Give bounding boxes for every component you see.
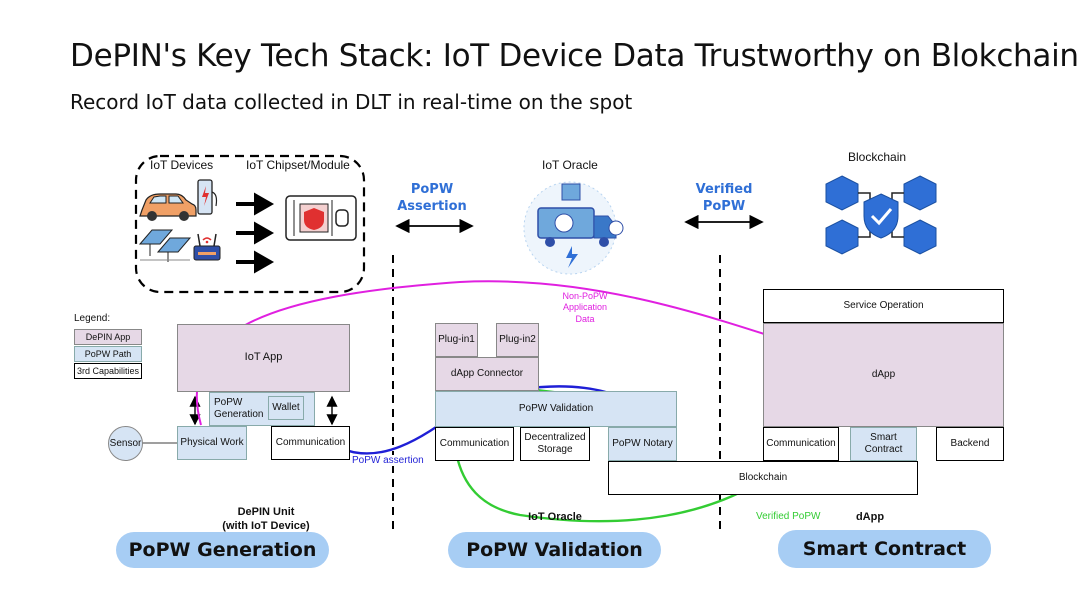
router-icon <box>193 233 221 261</box>
physical-work-box: Physical Work <box>177 426 247 460</box>
pill-smart-contract: Smart Contract <box>778 530 991 568</box>
plugin1-box: Plug-in1 <box>435 323 478 357</box>
oracle-truck-icon <box>523 181 624 275</box>
non-popw-annotation: Non-PoPW Application Data <box>545 291 625 325</box>
popw-notary-box: PoPW Notary <box>608 427 677 461</box>
service-operation-box: Service Operation <box>763 289 1004 323</box>
verified-popw-heading: Verified PoPW <box>684 182 764 216</box>
iot-chipset-label: IoT Chipset/Module <box>246 158 350 172</box>
smart-contract-line2: Contract <box>864 444 903 455</box>
car-icon <box>139 193 197 221</box>
dapp-box: dApp <box>763 323 1004 427</box>
blockchain-label: Blockchain <box>848 150 907 164</box>
page-title: DePIN's Key Tech Stack: IoT Device Data … <box>70 38 1079 74</box>
backend-box: Backend <box>936 427 1004 461</box>
sensor-node: Sensor <box>108 426 143 461</box>
blockchain-bar: Blockchain <box>608 461 918 495</box>
iot-oracle-label: IoT Oracle <box>542 158 598 172</box>
dapp-caption: dApp <box>855 511 885 523</box>
verified-popw-line2: PoPW <box>702 198 746 214</box>
legend-3rd-capabilities: 3rd Capabilities <box>74 363 142 379</box>
oracle-communication-box: Communication <box>435 427 514 461</box>
device-arrows <box>236 192 275 274</box>
pill-popw-validation: PoPW Validation <box>448 532 661 568</box>
solar-panel-icon <box>138 229 192 262</box>
verified-popw-annotation: Verified PoPW <box>756 511 821 522</box>
legend-title: Legend: <box>74 313 111 324</box>
dapp-communication-box: Communication <box>763 427 839 461</box>
popw-assertion-annotation: PoPW assertion <box>352 455 424 466</box>
popw-assertion-line2: Assertion <box>397 198 467 214</box>
non-popw-line3: Data <box>575 313 595 324</box>
charger-icon <box>197 179 218 215</box>
non-popw-line2: Application <box>562 302 608 313</box>
pill-popw-generation: PoPW Generation <box>116 532 329 568</box>
depin-unit-caption: DePIN Unit (with IoT Device) <box>206 505 326 534</box>
popw-generation-line2: Generation <box>214 409 264 420</box>
depin-caption-line2: (with IoT Device) <box>222 520 310 533</box>
popw-assertion-heading: PoPW Assertion <box>392 182 472 216</box>
popw-validation-box: PoPW Validation <box>435 391 677 427</box>
popw-assertion-line1: PoPW <box>410 182 454 197</box>
plugin2-box: Plug-in2 <box>496 323 539 357</box>
storage-line1: Decentralized <box>524 432 586 443</box>
smart-contract-line1: Smart <box>870 432 897 443</box>
iot-app-box: IoT App <box>177 324 350 392</box>
depin-caption-line1: DePIN Unit <box>237 506 295 518</box>
iot-devices-label: IoT Devices <box>150 158 214 172</box>
storage-line2: Storage <box>537 444 573 455</box>
blockchain-icon <box>825 175 937 255</box>
device-group-border <box>134 154 366 294</box>
chip-icon <box>285 195 357 241</box>
legend-popw-path: PoPW Path <box>74 346 142 362</box>
page-subtitle: Record IoT data collected in DLT in real… <box>70 90 633 114</box>
verified-popw-line1: Verified <box>695 182 753 197</box>
iot-oracle-caption: IoT Oracle <box>528 511 582 523</box>
non-popw-line1: Non-PoPW <box>562 291 608 301</box>
dapp-connector-box: dApp Connector <box>435 357 539 391</box>
legend-depin-app: DePIN App <box>74 329 142 345</box>
depin-communication-box: Communication <box>271 426 350 460</box>
popw-generation-line1: PoPW <box>214 397 243 408</box>
wallet-box: Wallet <box>268 396 304 420</box>
